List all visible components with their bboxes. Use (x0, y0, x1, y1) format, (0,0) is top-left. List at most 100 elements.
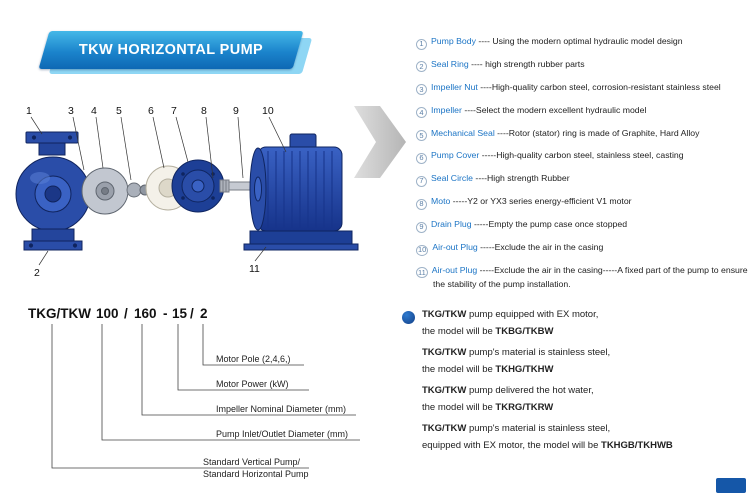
part-separator: ---- (461, 104, 476, 115)
callout-6: 6 (148, 105, 154, 117)
part-desc: Exclude the air in the casing (494, 242, 604, 253)
part-separator: ---- (473, 173, 488, 184)
part-separator: ---- (494, 127, 509, 138)
pump-cover-art (171, 159, 225, 213)
model-impeller: 160 (134, 306, 157, 321)
part-desc: high strength rubber parts (485, 58, 585, 69)
part-number-badge: 6 (416, 152, 427, 164)
model-inlet: 100 (96, 306, 119, 321)
pump-body-art (15, 131, 91, 251)
arrow-icon (354, 106, 406, 178)
callout-5: 5 (116, 105, 122, 117)
part-label: Impeller (431, 104, 462, 115)
part-desc: Using the modern optimal hydraulic model… (492, 36, 683, 46)
part-label: Pump Cover (431, 150, 480, 161)
part-number-badge: 11 (416, 267, 428, 279)
label-impeller-dia: Impeller Nominal Diameter (mm) (216, 404, 346, 414)
part-label: Seal Circle (431, 173, 474, 184)
part-desc: High-quality carbon steel, corrosion-res… (491, 81, 721, 92)
model-sep2: - (163, 306, 168, 321)
bullet-icon (402, 311, 415, 324)
model-sep1: / (124, 306, 128, 321)
model-code-diagram: TKG/TKW 100 / 160 - 15 / 2 Motor Pole (2… (28, 306, 360, 479)
part-desc: Rotor (stator) ring is made of Graphite,… (508, 127, 700, 138)
part-label: Moto (431, 196, 451, 207)
part-label: Impeller Nut (431, 81, 478, 92)
callout-11: 11 (249, 263, 260, 275)
part-separator: ----- (479, 150, 497, 161)
part-number-badge: 10 (416, 244, 429, 256)
part-separator: ---- (468, 58, 486, 69)
impeller-art (81, 167, 129, 215)
note-line: TKG/TKW pump's material is stainless ste… (422, 347, 611, 358)
part-desc: Y2 or YX3 series energy-efficient V1 mot… (467, 196, 632, 207)
part-label: Drain Plug (431, 219, 472, 230)
nomenclature-lines (51, 324, 360, 469)
part-number-badge: 3 (416, 84, 427, 96)
label-motor-pole: Motor Pole (2,4,6,) (216, 354, 291, 364)
part-separator: ----- (477, 264, 495, 275)
callout-10: 10 (262, 105, 274, 117)
brand-mark (716, 478, 746, 493)
callout-9: 9 (233, 105, 239, 117)
note-item-3: TKG/TKW pump delivered the hot water, th… (422, 382, 752, 416)
label-series-line1: Standard Vertical Pump/ (203, 457, 301, 467)
model-pole: 2 (200, 306, 208, 321)
part-separator: ---- (475, 36, 493, 46)
callout-numbers: 1 3 4 5 6 7 8 9 10 2 11 (26, 105, 274, 279)
callout-1: 1 (26, 105, 32, 117)
part-number-badge: 7 (416, 175, 427, 187)
note-line: TKG/TKW pump delivered the hot water, (422, 385, 594, 396)
label-motor-power: Motor Power (kW) (216, 379, 289, 389)
motor-art (243, 133, 359, 251)
callout-8: 8 (201, 105, 207, 117)
pump-exploded-diagram: 1 3 4 5 6 7 8 9 10 2 11 (15, 105, 406, 279)
part-number-badge: 5 (416, 130, 427, 142)
page-title: TKW HORIZONTAL PUMP (78, 42, 264, 58)
part-number-badge: 2 (416, 61, 427, 73)
note-line: the model will be TKRG/TKRW (422, 402, 554, 413)
part-desc: Exclude the air in the casing-----A fixe… (433, 264, 748, 290)
callout-4: 4 (91, 105, 97, 117)
callout-2: 2 (34, 267, 40, 279)
part-separator: ---- (477, 81, 492, 92)
title-banner: TKW HORIZONTAL PUMP (38, 31, 313, 74)
note-item-2: TKG/TKW pump's material is stainless ste… (422, 344, 752, 378)
part-item-6: 6 Pump Cover -----High-quality carbon ste… (416, 149, 754, 164)
part-item-5: 5 Mechanical Seal ----Rotor (stator) ring… (416, 127, 754, 142)
part-label: Air-out Plug (432, 242, 478, 253)
shaft-art (219, 179, 255, 193)
part-label: Air-out Plug (431, 264, 478, 275)
part-number-badge: 8 (416, 198, 427, 210)
note-line: equipped with EX motor, the model will b… (422, 440, 673, 451)
part-desc: High-quality carbon steel, stainless ste… (496, 150, 684, 161)
note-line: the model will be TKHG/TKHW (422, 364, 554, 375)
model-variant-notes: TKG/TKW pump equipped with EX motor, the… (422, 306, 752, 458)
part-separator: ----- (471, 219, 489, 230)
note-line: TKG/TKW pump's material is stainless ste… (422, 423, 611, 434)
label-inlet-outlet: Pump Inlet/Outlet Diameter (mm) (216, 429, 348, 439)
part-separator: ----- (477, 242, 495, 253)
callout-lines (30, 116, 287, 266)
part-desc: High strength Rubber (487, 173, 570, 184)
note-item-1: TKG/TKW pump equipped with EX motor, the… (422, 306, 752, 340)
model-series: TKG/TKW (28, 306, 91, 321)
note-item-4: TKG/TKW pump's material is stainless ste… (422, 420, 752, 454)
part-separator: ----- (450, 196, 468, 207)
model-power: 15 (172, 306, 188, 321)
part-number-badge: 9 (416, 221, 427, 233)
note-line: TKG/TKW pump equipped with EX motor, (422, 309, 599, 320)
part-label: Mechanical Seal (431, 127, 495, 138)
part-desc: Select the modern excellent hydraulic mo… (475, 104, 647, 115)
part-label: Pump Body (431, 36, 476, 46)
model-sep3: / (190, 306, 194, 321)
callout-7: 7 (171, 105, 177, 117)
note-line: the model will be TKBG/TKBW (422, 326, 554, 337)
